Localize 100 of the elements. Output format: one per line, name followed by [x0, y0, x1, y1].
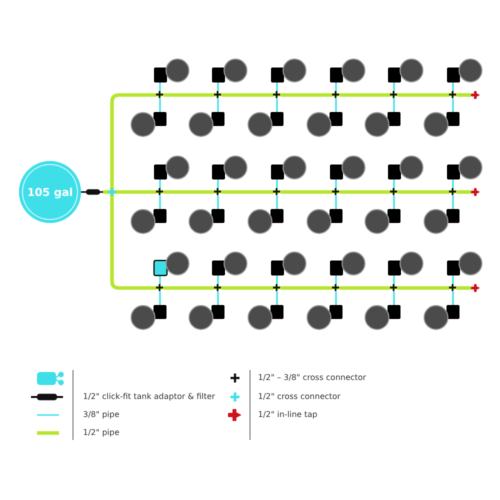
plus-icon — [108, 188, 116, 196]
plant-pot — [247, 112, 284, 137]
plant-pot — [270, 154, 306, 179]
plant-pot — [130, 305, 166, 330]
pipe — [103, 190, 108, 194]
pipe — [159, 292, 161, 305]
plant-pot — [306, 112, 342, 137]
legend-text: 1/2" click-fit tank adaptor & filter — [83, 391, 216, 402]
plant-pot — [330, 58, 366, 82]
pipe — [276, 82, 278, 92]
pipe — [110, 93, 156, 188]
plant-pot — [247, 305, 284, 330]
pipe — [335, 275, 337, 284]
pipe — [393, 196, 395, 209]
pipe — [276, 292, 278, 305]
plant-pot — [306, 209, 342, 234]
filter-icon — [86, 189, 103, 195]
pipe — [276, 179, 278, 188]
plant-pot — [364, 112, 400, 137]
plant-pot — [446, 58, 482, 82]
plus-icon — [332, 188, 340, 196]
pipe — [335, 292, 337, 305]
plant-pot — [247, 209, 284, 234]
plus-icon — [273, 91, 281, 99]
pipe — [110, 196, 156, 290]
tap-icon — [471, 188, 480, 196]
pipe — [393, 98, 395, 112]
plus-icon — [214, 91, 222, 99]
plant-pot — [388, 250, 424, 275]
pipe — [116, 190, 156, 194]
pipe — [164, 93, 214, 97]
plant-pot — [446, 154, 482, 179]
plant-pot — [423, 112, 460, 137]
pipe — [217, 292, 219, 305]
plus-icon — [273, 188, 281, 196]
plus-icon — [273, 284, 281, 292]
pipe — [217, 196, 219, 209]
plant-pot — [188, 112, 224, 137]
plant-pot — [306, 305, 342, 330]
plus-icon — [332, 284, 340, 292]
pipe — [280, 286, 332, 290]
plant-pot — [446, 250, 482, 275]
pipe — [217, 179, 219, 188]
pipe — [456, 190, 471, 194]
pipe — [452, 82, 454, 92]
plant-pot — [270, 250, 306, 275]
pipe — [335, 179, 337, 188]
plant-pot — [330, 250, 366, 275]
plant-pot — [188, 305, 224, 330]
plant-pot — [330, 154, 366, 179]
pipe — [398, 190, 450, 194]
plus-icon — [449, 284, 457, 292]
pipe — [452, 179, 454, 188]
pipe — [164, 190, 214, 194]
pipe — [159, 196, 161, 209]
capacity-label: 105 gal — [27, 186, 73, 198]
legend-text: 3/8" pipe — [83, 409, 120, 420]
legend-text: 1/2" – 3/8" cross connector — [258, 372, 366, 383]
plus-icon — [156, 284, 164, 292]
legend-text: 1/2" cross connector — [258, 391, 340, 402]
pipe — [159, 82, 161, 92]
legend-text: 1/2" in-line tap — [258, 409, 318, 420]
plant-pot — [270, 58, 306, 82]
pipe — [398, 286, 450, 290]
pipe — [217, 98, 219, 112]
pipe — [335, 196, 337, 209]
pipe — [393, 292, 395, 305]
plus-icon — [390, 91, 398, 99]
plant-pot — [423, 209, 460, 234]
plant-pot — [364, 305, 400, 330]
plus-icon — [214, 188, 222, 196]
legend-text: 1/2" pipe — [83, 427, 120, 438]
pipe — [452, 98, 454, 112]
plant-pot — [212, 250, 248, 275]
plant-pot — [130, 112, 166, 137]
pipe — [335, 82, 337, 92]
pipe — [393, 275, 395, 284]
pipe — [393, 179, 395, 188]
pipe — [340, 286, 390, 290]
plant-pot — [364, 209, 400, 234]
plant-pot — [212, 154, 248, 179]
plus-icon — [214, 284, 222, 292]
plant-pot — [212, 58, 248, 82]
plant-pot — [188, 209, 224, 234]
pipe — [159, 98, 161, 112]
plus-icon — [156, 188, 164, 196]
tap-icon — [471, 284, 480, 292]
plant-pot — [130, 209, 166, 234]
pipe — [280, 93, 332, 97]
pipe — [452, 292, 454, 305]
pipe — [222, 190, 274, 194]
pipe — [340, 190, 390, 194]
plus-icon — [390, 284, 398, 292]
plus-icon — [449, 91, 457, 99]
plus-icon — [390, 188, 398, 196]
pipe — [456, 286, 471, 290]
pipe — [159, 275, 161, 284]
pipe — [217, 275, 219, 284]
pipe — [335, 98, 337, 112]
pipe — [217, 82, 219, 92]
